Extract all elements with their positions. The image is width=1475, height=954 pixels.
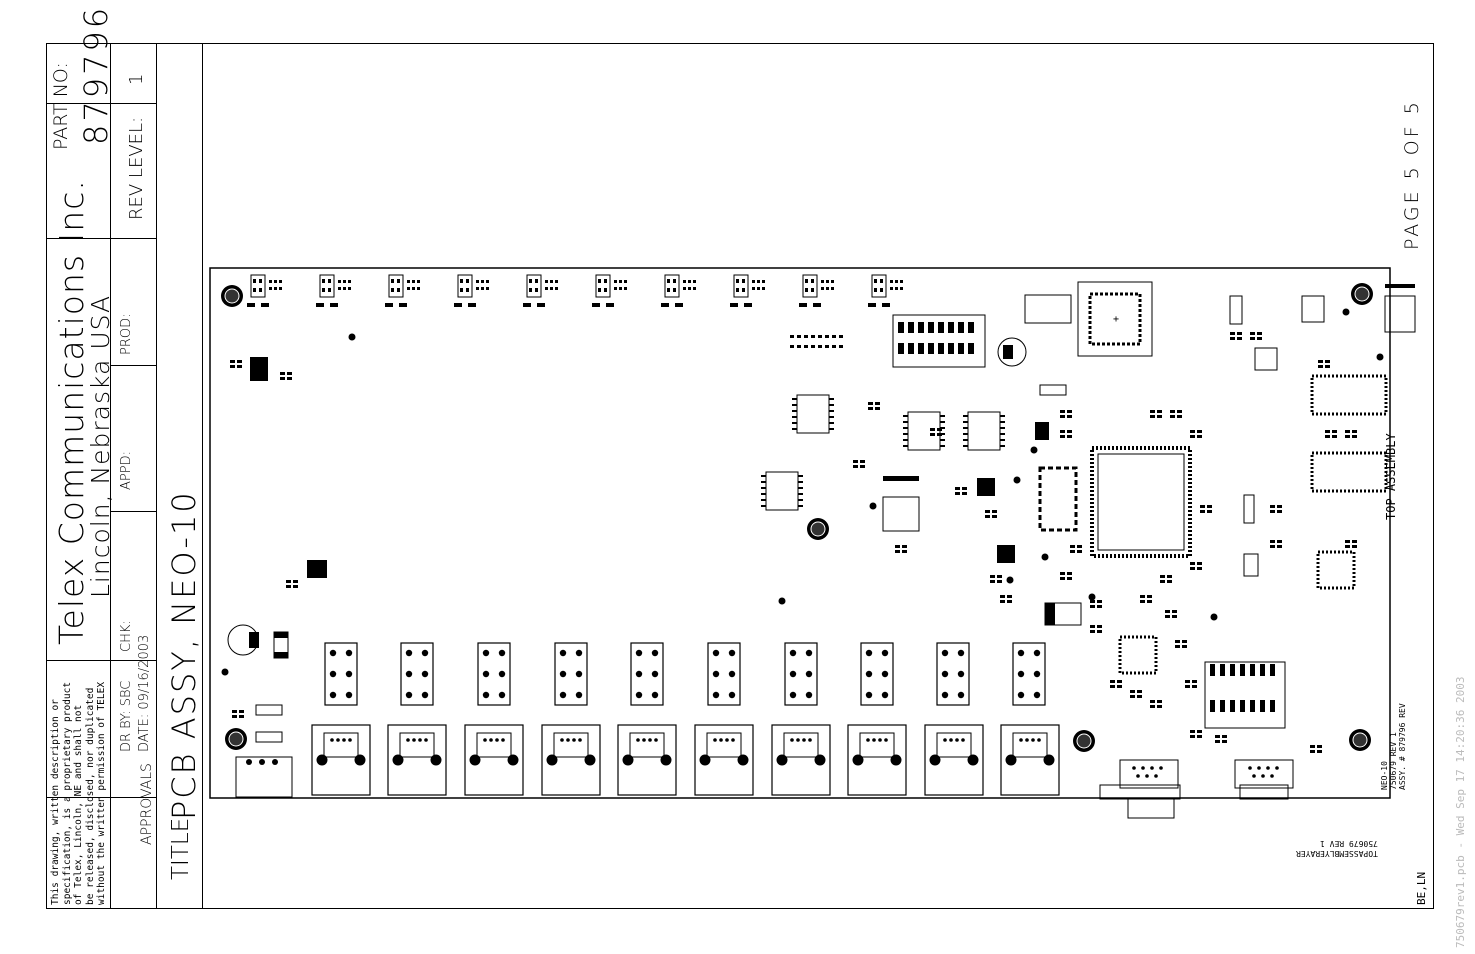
tb-divider — [110, 365, 156, 366]
u24-plcc: + — [997, 281, 1153, 367]
power-parts — [227, 602, 1082, 743]
title-block — [46, 43, 203, 909]
test-points — [221, 308, 1384, 676]
db9-pins — [1132, 766, 1279, 778]
tb-divider — [46, 797, 156, 798]
tb-divider — [46, 103, 156, 104]
be-ln-label: BE,LN — [1415, 871, 1428, 905]
assembly-label: TOP ASSEMBLY — [1384, 433, 1398, 520]
corner-text-line: ASSY. # 879796 REV — [1398, 703, 1407, 790]
top-component-row — [246, 274, 904, 308]
corner-text-line: NEO-10 — [1380, 761, 1389, 790]
right-ics — [1229, 284, 1416, 590]
mirror-text-line: TOPASSEMBLYERAYER — [1296, 849, 1378, 858]
rj-connector-row — [311, 724, 1060, 796]
tb-divider — [46, 660, 110, 661]
svg-text:+: + — [1113, 314, 1119, 325]
smt-parts — [230, 332, 1357, 753]
mirror-text-line: 750679 REV 1 — [1320, 839, 1378, 848]
tb-divider — [46, 238, 110, 239]
edge-connectors — [235, 635, 1294, 819]
tb-divider — [110, 43, 111, 909]
tb-divider — [156, 43, 157, 909]
mounting-holes — [221, 283, 1373, 752]
board-outline — [209, 267, 1391, 799]
tb-divider — [110, 238, 156, 239]
small-ics — [250, 357, 1015, 578]
u1-qfp — [1090, 446, 1192, 558]
mirrored-layer-text: TOPASSEMBLYERAYER 750679 REV 1 — [1296, 838, 1378, 858]
j12-header — [790, 314, 986, 368]
tb-divider — [110, 511, 156, 512]
corner-text-line: 750679 REV 1 — [1389, 732, 1398, 790]
relay-row — [324, 642, 1046, 706]
drawing-frame — [46, 43, 1434, 909]
board-corner-text: NEO-10 750679 REV 1 ASSY. # 879796 REV — [1380, 703, 1407, 790]
dip-ics — [760, 384, 1078, 532]
tb-divider — [110, 660, 156, 661]
